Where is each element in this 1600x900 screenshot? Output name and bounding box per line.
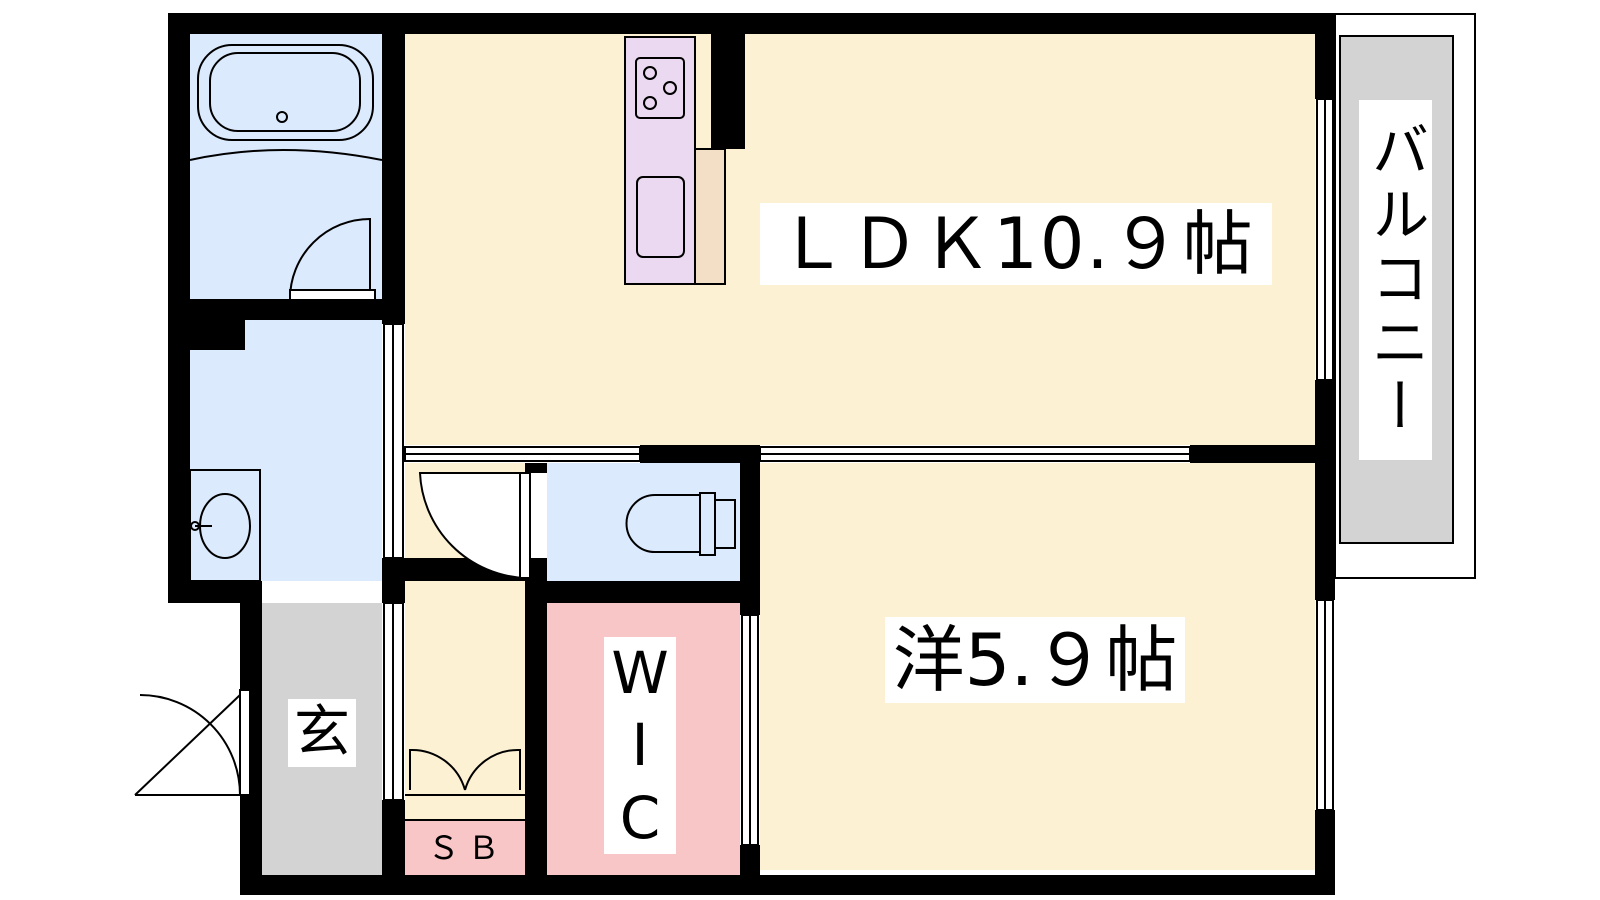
wic-letter-i: I — [631, 711, 649, 780]
genkan-label: 玄 — [288, 699, 356, 767]
western-room-label: 洋5.９帖 — [885, 617, 1185, 703]
shoe-box-label: ＳＢ — [427, 829, 508, 867]
balcony-label: バルコニー — [1359, 100, 1432, 460]
shoe-box-doors — [409, 748, 521, 791]
sink-icon — [636, 176, 685, 258]
entrance-door — [134, 694, 241, 796]
wic-label: W I C — [604, 637, 676, 854]
toilet-floor — [547, 463, 740, 581]
wic-letter-c: C — [619, 783, 661, 852]
shoe-box-floor — [405, 820, 525, 875]
doors — [134, 217, 531, 821]
stove-icon — [635, 57, 685, 119]
bathroom-door — [289, 217, 371, 300]
washbasin-icon — [189, 469, 261, 582]
washroom-floor — [190, 320, 382, 581]
toilet-icon — [625, 492, 736, 556]
openings — [383, 98, 1334, 846]
wic-letter-w: W — [611, 639, 669, 708]
ldk-room-label: ＬＤＫ10.９帖 — [760, 203, 1272, 285]
bathtub-icon — [189, 44, 383, 161]
hallway-door — [418, 472, 526, 580]
kitchen-counter — [624, 36, 726, 285]
